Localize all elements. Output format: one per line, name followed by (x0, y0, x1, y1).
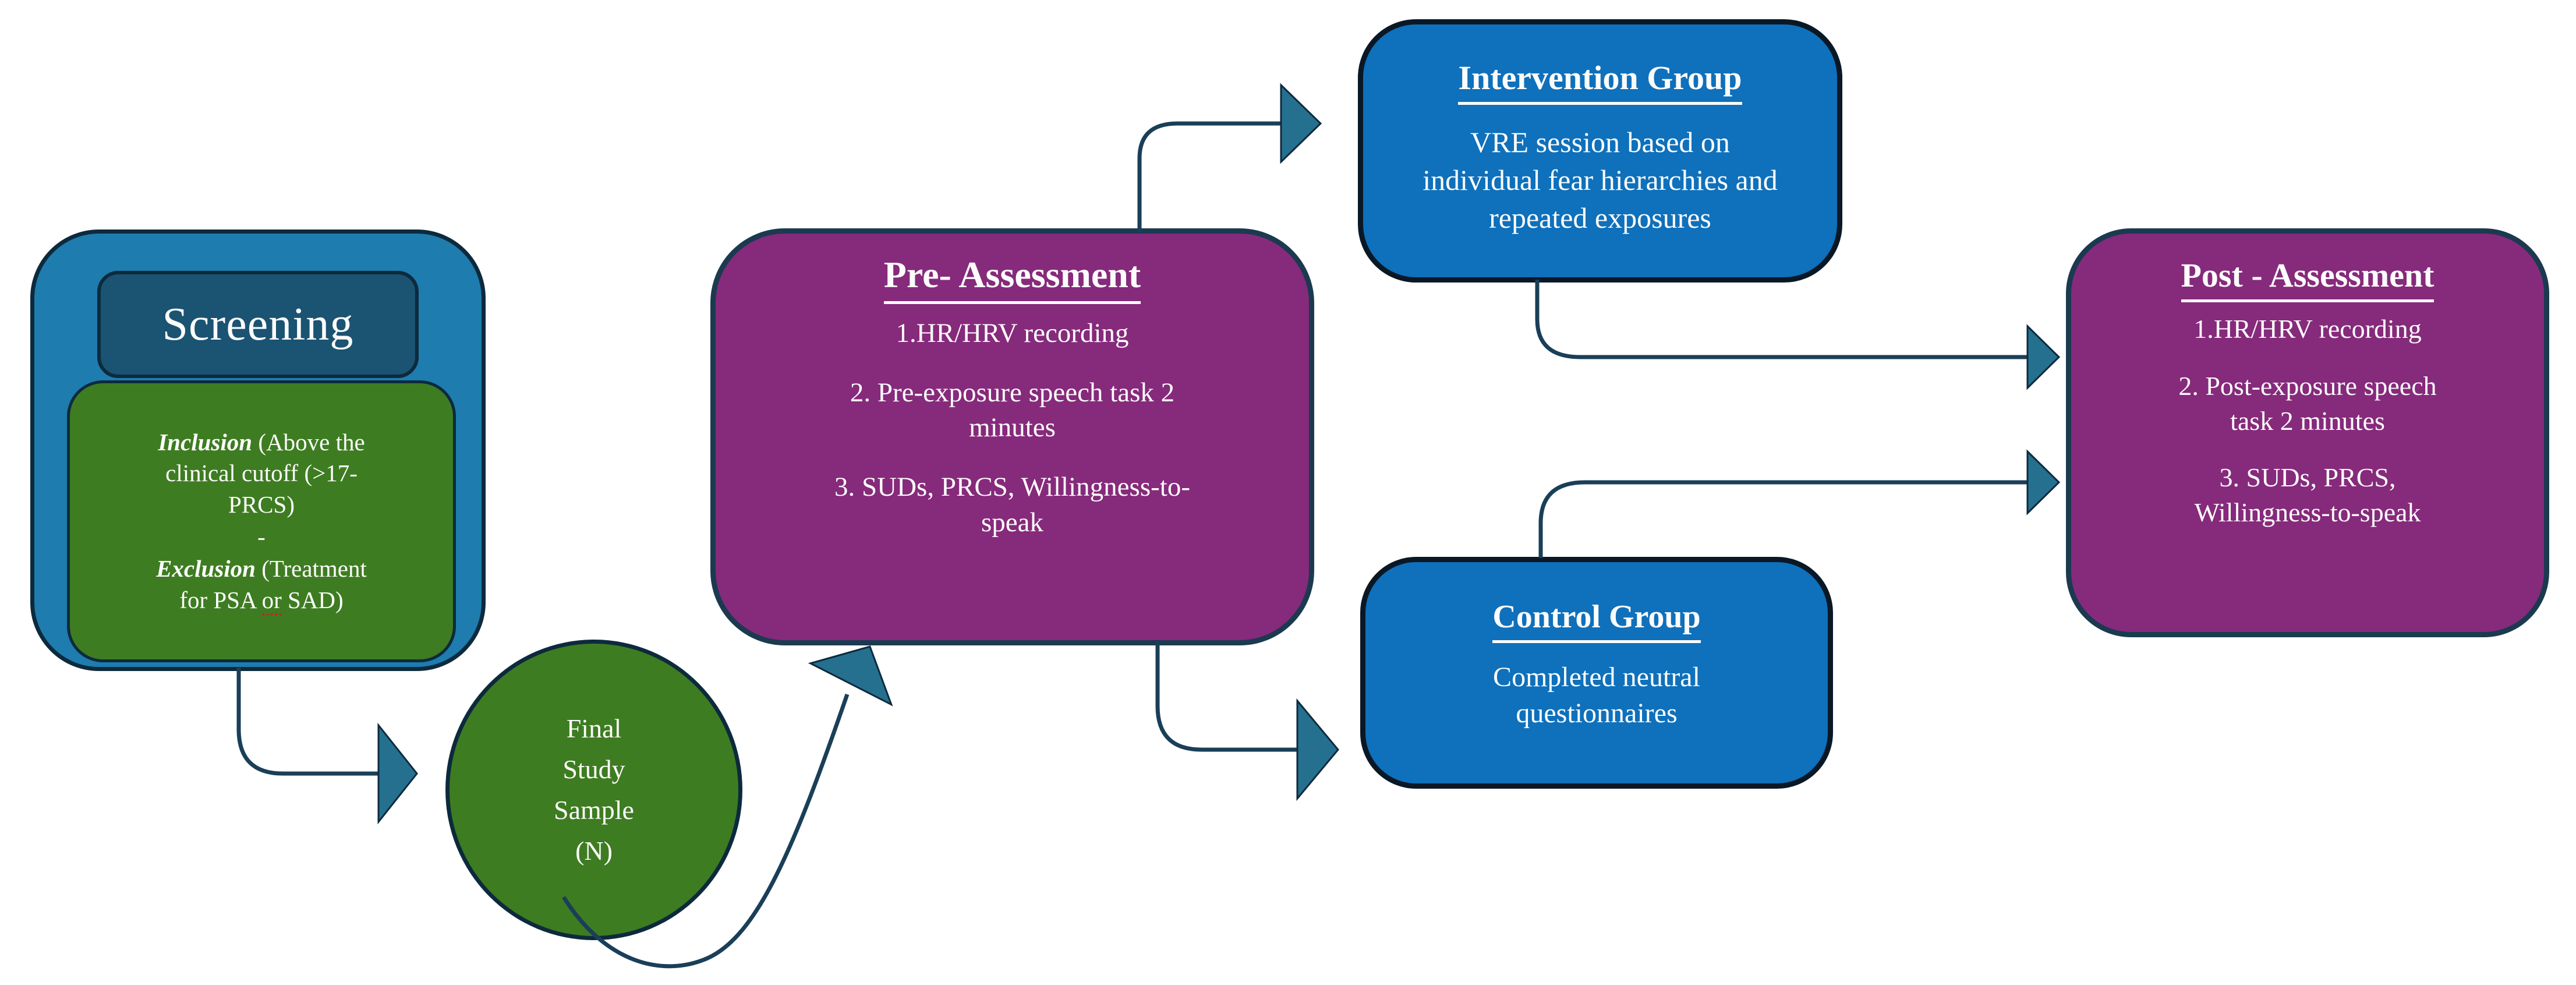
pre-assessment-title: Pre- Assessment (716, 253, 1309, 304)
pre-assessment-item: 1.HR/HRV recording (896, 318, 1129, 348)
arrowhead-pre-to-control-icon (1296, 698, 1339, 802)
pre-assessment-item: 3. SUDs, PRCS, Willingness-to-speak (834, 472, 1190, 538)
screening-title-box: Screening (97, 271, 419, 378)
control-group-title: Control Group (1365, 598, 1828, 643)
exclusion-detail-1: (Treatment for PSA (179, 555, 367, 613)
exclusion-text: Exclusion (Treatment for PSA or SAD) (142, 553, 381, 616)
final-sample-line: Final (566, 714, 622, 744)
inclusion-detail: (Above the clinical cutoff (>17-PRCS) (165, 429, 365, 518)
screening-box: Screening Inclusion (Above the clinical … (30, 230, 486, 671)
arrowhead-control-to-post-icon (2026, 449, 2061, 516)
control-group-box: Control Group Completed neutral question… (1360, 557, 1833, 789)
connector-screening-to-sample (236, 668, 378, 776)
intervention-group-body: VRE session based on individual fear hie… (1423, 126, 1778, 234)
connector-intervention-to-post (1535, 280, 2027, 359)
pre-assessment-box: Pre- Assessment 1.HR/HRV recording 2. Pr… (710, 228, 1314, 645)
arrowhead-intervention-to-post-icon (2026, 324, 2061, 390)
arrowhead-pre-to-intervention-icon (1280, 83, 1322, 164)
pre-assessment-item: 2. Pre-exposure speech task 2 minutes (850, 377, 1175, 443)
final-sample-circle: Final Study Sample (N) (445, 640, 742, 940)
inclusion-text: Inclusion (Above the clinical cutoff (>1… (142, 427, 381, 520)
control-group-body: Completed neutral questionnaires (1493, 662, 1700, 729)
post-assessment-box: Post - Assessment 1.HR/HRV recording 2. … (2066, 228, 2549, 637)
final-sample-line: (N) (575, 835, 613, 866)
criteria-box: Inclusion (Above the clinical cutoff (>1… (67, 380, 456, 662)
inclusion-label: Inclusion (158, 429, 253, 456)
criteria-separator: - (257, 523, 266, 550)
post-assessment-item: 3. SUDs, PRCS, Willingness-to-speak (2194, 463, 2421, 528)
exclusion-detail-2: SAD) (281, 586, 344, 613)
final-sample-line: Study (562, 754, 625, 785)
post-assessment-item: 2. Post-exposure speech task 2 minutes (2178, 370, 2437, 436)
exclusion-label: Exclusion (156, 555, 256, 582)
arrowhead-screening-to-sample-icon (377, 722, 418, 825)
post-assessment-item: 1.HR/HRV recording (2193, 314, 2422, 344)
screening-title-label: Screening (162, 298, 354, 350)
final-sample-line: Sample (554, 795, 634, 825)
connector-pre-to-control (1155, 642, 1297, 752)
intervention-group-title: Intervention Group (1363, 58, 1837, 105)
post-assessment-title: Post - Assessment (2071, 256, 2544, 302)
connector-control-to-post (1538, 480, 2027, 558)
intervention-group-box: Intervention Group VRE session based on … (1358, 19, 1842, 283)
connector-pre-to-intervention (1137, 121, 1281, 232)
spellcheck-or-word: or (261, 586, 282, 616)
